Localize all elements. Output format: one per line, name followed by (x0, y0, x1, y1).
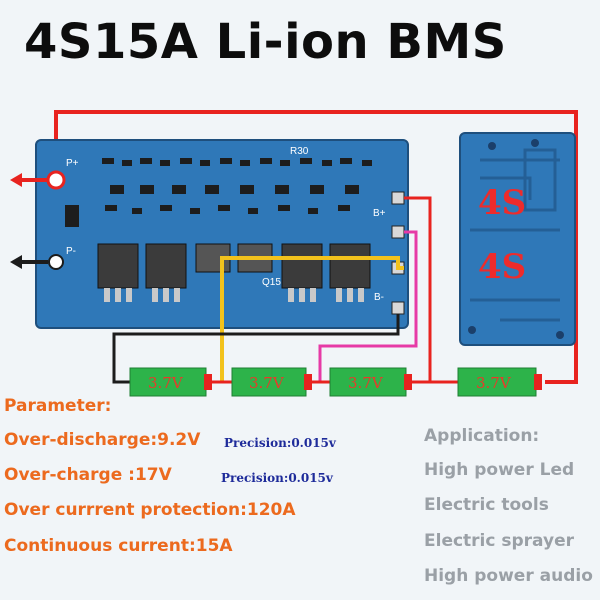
battery-cell-3: 3.7V (329, 367, 412, 397)
pin-label-pplus: P+ (66, 158, 79, 169)
component-label-r30: R30 (290, 146, 309, 157)
parameter-heading: Parameter: (4, 396, 112, 416)
over-discharge-precision: Precision:0.015v (224, 436, 336, 450)
continuous-current-spec: Continuous current:15A (4, 536, 233, 556)
application-item: High power audio (424, 566, 593, 586)
pin-label-bplus: B+ (373, 208, 386, 219)
output-arrow-positive (10, 173, 48, 187)
application-item: Electric tools (424, 495, 549, 515)
positive-wire (54, 110, 578, 384)
over-charge-spec: Over-charge :17V (4, 465, 172, 485)
application-item: High power Led (424, 460, 575, 480)
red-wire-bplus (404, 196, 432, 384)
black-wire (112, 314, 400, 384)
over-discharge-spec: Over-discharge:9.2V (4, 430, 201, 450)
badge-4s-top: 4S (478, 183, 526, 223)
component-label-q15: Q15 (262, 277, 281, 288)
pin-label-pminus: P- (66, 246, 76, 257)
cell-label: 3.7V (249, 374, 285, 392)
page-title: 4S15A Li-ion BMS (24, 14, 507, 70)
back-board-traces (470, 148, 560, 322)
over-current-spec: Over currrent protection:120A (4, 500, 296, 520)
cell-label: 3.7V (148, 374, 184, 392)
pin-label-bminus: B- (374, 292, 384, 303)
battery-cell-4: 3.7V (457, 367, 542, 397)
back-board-holes (468, 139, 564, 339)
magenta-wire (318, 230, 418, 382)
battery-cell-1: 3.7V (129, 367, 212, 397)
yellow-wire (220, 256, 404, 382)
application-heading: Application: (424, 426, 540, 446)
over-charge-precision: Precision:0.015v (221, 471, 333, 485)
application-item: Electric sprayer (424, 531, 574, 551)
mosfets (97, 243, 371, 302)
badge-4s-bottom: 4S (478, 247, 526, 287)
battery-cell-2: 3.7V (231, 367, 312, 397)
cell-label: 3.7V (348, 374, 384, 392)
bms-board-back (459, 132, 576, 346)
output-arrow-negative (10, 255, 48, 269)
smd-components (65, 158, 372, 227)
cell-label: 3.7V (476, 374, 512, 392)
